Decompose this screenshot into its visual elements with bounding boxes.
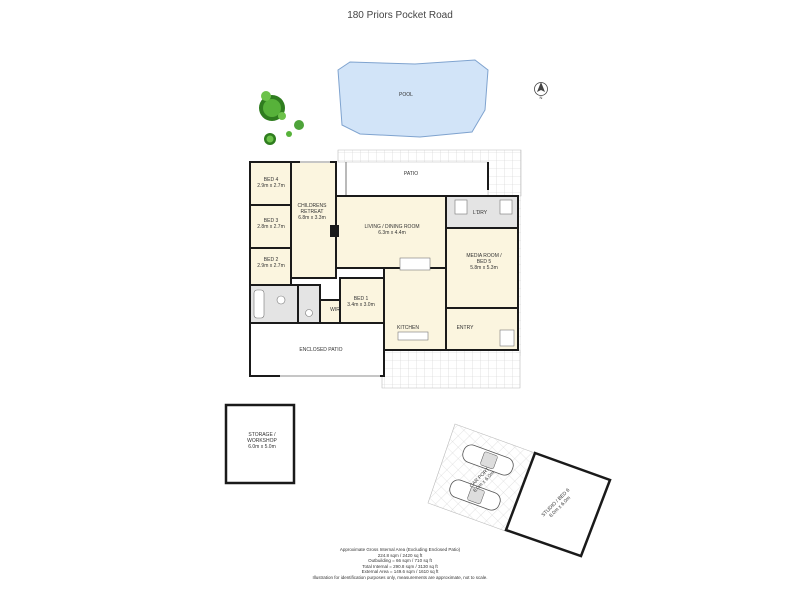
- car-icon: [449, 479, 501, 511]
- area-total-internal: Total Internal = 290.8 sqm / 3130 sq ft: [362, 563, 438, 569]
- area-summary: Approximate Gross Internal Area (Excludi…: [300, 547, 500, 581]
- studio-bed-6: [504, 451, 612, 558]
- label-wir: WIR: [330, 307, 340, 313]
- area-heading: Approximate Gross Internal Area (Excludi…: [339, 547, 461, 552]
- patio-paving: [337, 149, 522, 197]
- entry-paving: [381, 349, 521, 389]
- compass: [534, 82, 548, 96]
- car-icon: [462, 444, 514, 476]
- label-laundry: L'DRY: [472, 210, 488, 216]
- area-outbuilding: Outbuilding = 66 sqm / 710 sq ft: [368, 558, 432, 564]
- compass-label: N: [539, 95, 543, 100]
- area-internal: 224.8 sqm / 2420 sq ft: [377, 552, 423, 558]
- pool: [337, 59, 489, 138]
- storage-workshop: [224, 403, 296, 485]
- page-title: 180 Priors Pocket Road: [347, 10, 453, 21]
- label-enclosed-patio: ENCLOSED PATIO: [299, 347, 343, 353]
- house: [249, 161, 519, 377]
- label-patio: PATIO: [403, 171, 419, 177]
- label-pool: POOL: [399, 92, 413, 98]
- area-external: External Area = 149.6 sqm / 1610 sq ft: [361, 569, 439, 575]
- disclaimer: Illustration for identification purposes…: [312, 574, 488, 580]
- label-entry: ENTRY: [456, 325, 474, 331]
- garden-trees: [259, 91, 304, 145]
- label-kitchen: KITCHEN: [397, 325, 419, 331]
